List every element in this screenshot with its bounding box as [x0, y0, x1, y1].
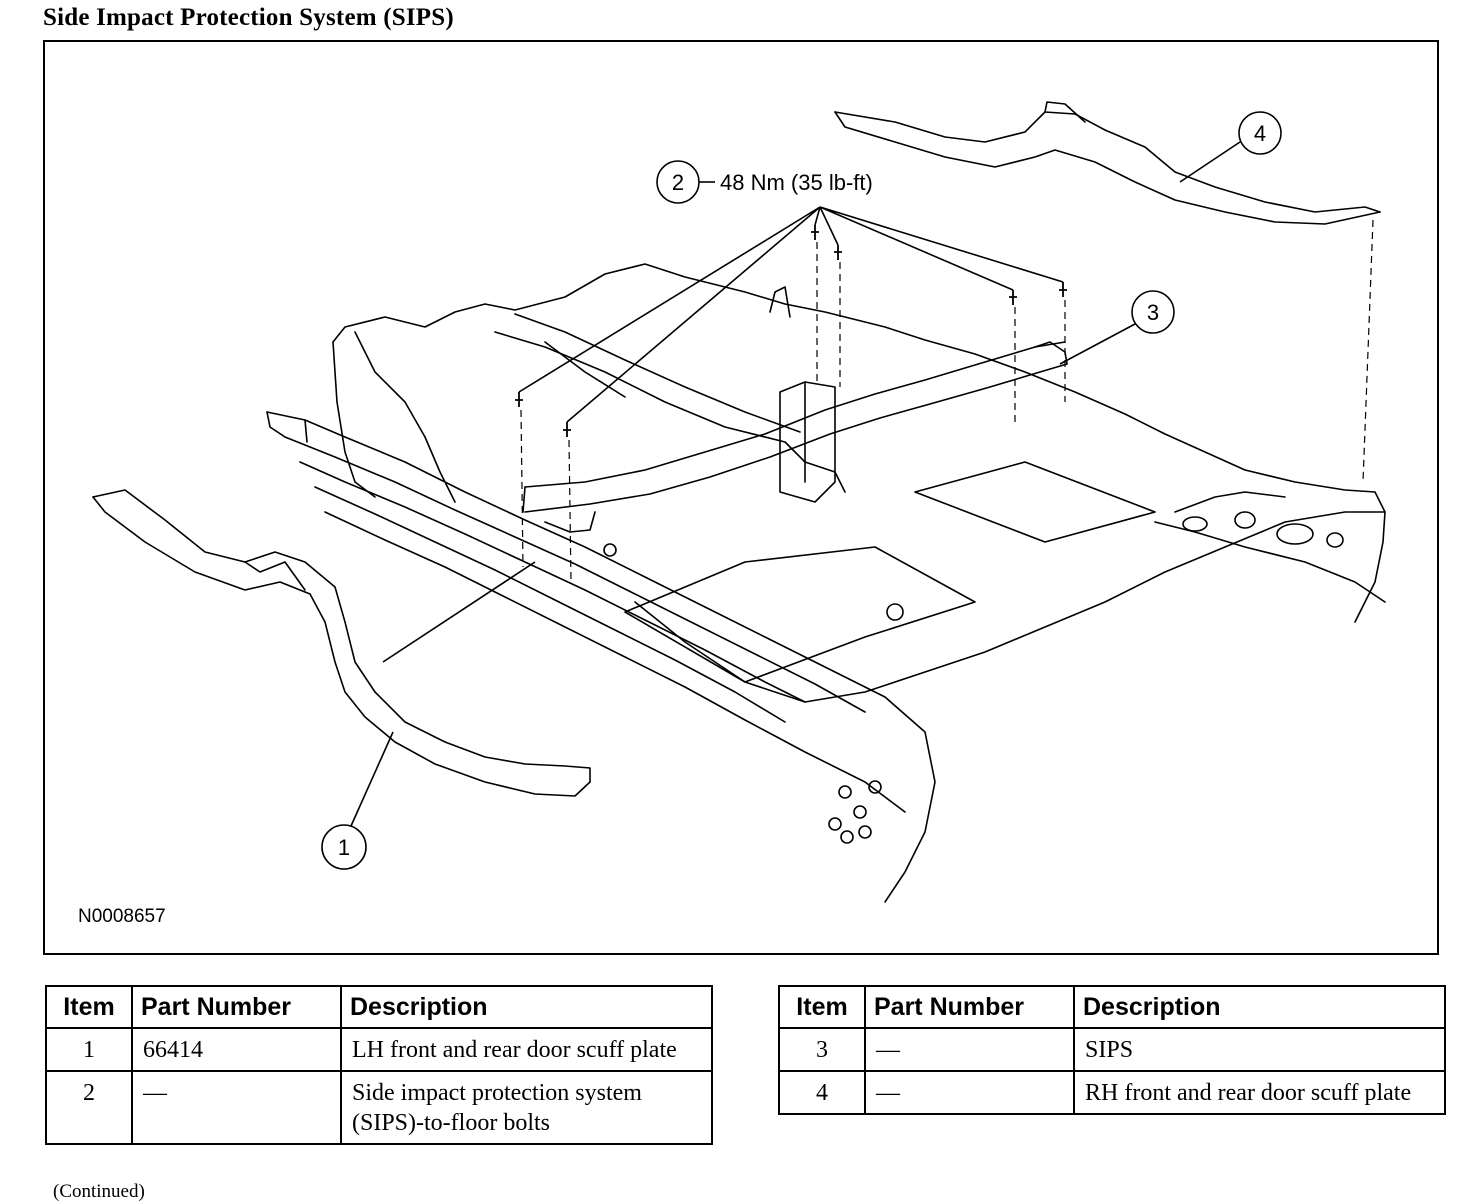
item-number: 3	[778, 1027, 866, 1072]
callout-1-number: 1	[338, 835, 350, 860]
description: RH front and rear door scuff plate	[1073, 1070, 1446, 1115]
description: SIPS	[1073, 1027, 1446, 1072]
description: Side impact protection system (SIPS)-to-…	[340, 1070, 713, 1145]
table-row: 1 66414 LH front and rear door scuff pla…	[45, 1027, 713, 1072]
table-header-row: Item Part Number Description	[45, 985, 713, 1029]
description: LH front and rear door scuff plate	[340, 1027, 713, 1072]
header-description: Description	[340, 985, 713, 1029]
sips-illustration: 1 2 3 4 48 Nm (35 lb-ft) N0008657	[43, 40, 1439, 955]
part-number: —	[864, 1027, 1075, 1072]
item-number: 2	[45, 1070, 133, 1145]
table-header-row: Item Part Number Description	[778, 985, 1446, 1029]
callout-3-circle	[1131, 290, 1175, 334]
item-number: 4	[778, 1070, 866, 1115]
item-number: 1	[45, 1027, 133, 1072]
header-item: Item	[778, 985, 866, 1029]
header-item: Item	[45, 985, 133, 1029]
figure-id: N0008657	[78, 906, 166, 927]
callout-4-circle	[1238, 111, 1282, 155]
continued-note: (Continued)	[53, 1181, 145, 1202]
part-number: —	[864, 1070, 1075, 1115]
torque-spec-label: 48 Nm (35 lb-ft)	[720, 170, 873, 195]
header-part-number: Part Number	[131, 985, 342, 1029]
callout-4-number: 4	[1254, 121, 1266, 146]
parts-table-right: Item Part Number Description 3 — SIPS 4 …	[778, 985, 1446, 1115]
callout-1-circle	[321, 824, 367, 870]
table-row: 2 — Side impact protection system (SIPS)…	[45, 1070, 713, 1145]
header-description: Description	[1073, 985, 1446, 1029]
table-row: 4 — RH front and rear door scuff plate	[778, 1070, 1446, 1115]
table-row: 3 — SIPS	[778, 1027, 1446, 1072]
part-number: —	[131, 1070, 342, 1145]
parts-table-left: Item Part Number Description 1 66414 LH …	[45, 985, 713, 1145]
header-part-number: Part Number	[864, 985, 1075, 1029]
callout-2-number: 2	[672, 170, 684, 195]
line-drawing: 1 2 3 4 48 Nm (35 lb-ft)	[92, 101, 1386, 903]
page-title: Side Impact Protection System (SIPS)	[43, 4, 454, 31]
part-number: 66414	[131, 1027, 342, 1072]
callout-3-number: 3	[1147, 300, 1159, 325]
